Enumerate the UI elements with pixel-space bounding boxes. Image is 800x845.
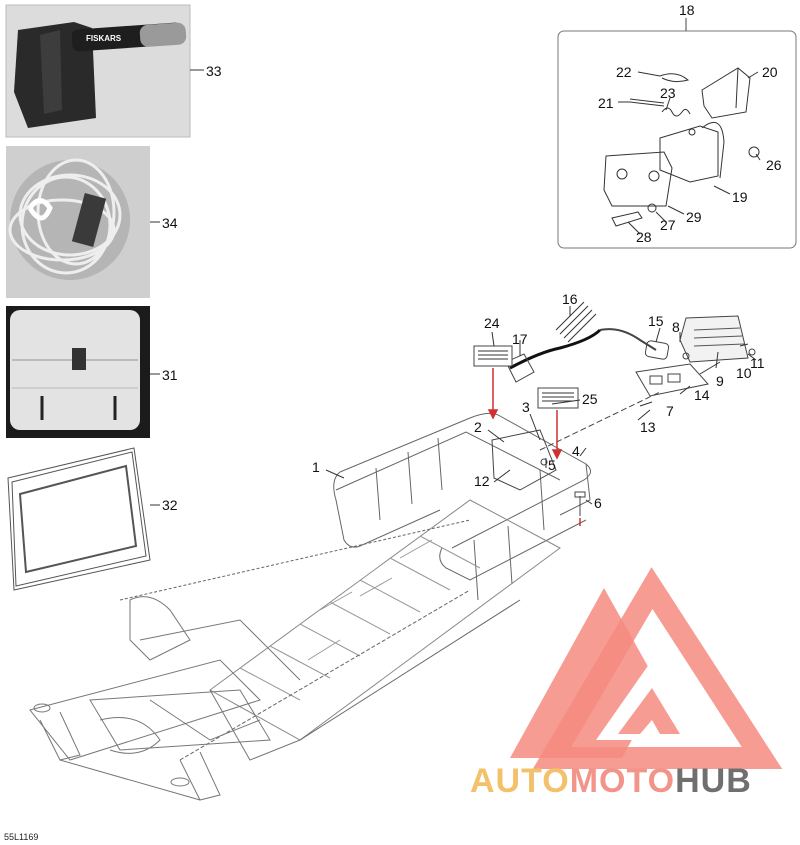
callout-17: 17 xyxy=(512,331,528,347)
callout-29: 29 xyxy=(686,209,702,225)
watermark-text: AUTOMOTOHUB xyxy=(470,762,752,801)
callout-1: 1 xyxy=(312,459,320,475)
callout-19: 19 xyxy=(732,189,748,205)
storage-box-photo xyxy=(6,306,150,438)
callout-27: 27 xyxy=(660,217,676,233)
rope-photo xyxy=(6,146,150,298)
watermark-hub: HUB xyxy=(675,762,752,800)
callout-4: 4 xyxy=(572,443,580,459)
callout-34: 34 xyxy=(162,215,178,231)
callout-31: 31 xyxy=(162,367,178,383)
callout-20: 20 xyxy=(762,64,778,80)
inset-detail-box xyxy=(557,18,797,249)
callout-18: 18 xyxy=(679,2,695,18)
callout-26: 26 xyxy=(766,157,782,173)
callout-3: 3 xyxy=(522,399,530,415)
callout-24: 24 xyxy=(484,315,500,331)
watermark-auto: AUTO xyxy=(470,762,570,800)
callout-9: 9 xyxy=(716,373,724,389)
callout-2: 2 xyxy=(474,419,482,435)
assembly-arrows xyxy=(487,368,581,526)
callout-12: 12 xyxy=(474,473,490,489)
axe-photo: FISKARS xyxy=(5,4,191,138)
callout-21: 21 xyxy=(598,95,614,111)
axe-brand-label: FISKARS xyxy=(86,34,122,43)
callout-7: 7 xyxy=(666,403,674,419)
callout-6: 6 xyxy=(594,495,602,511)
callout-5: 5 xyxy=(548,457,556,473)
callout-11: 11 xyxy=(750,355,765,371)
cargo-rack-drawing xyxy=(119,412,591,761)
callout-32: 32 xyxy=(162,497,178,513)
leader-lines xyxy=(150,69,761,506)
callout-22: 22 xyxy=(616,64,632,80)
callout-28: 28 xyxy=(636,229,652,245)
callout-25: 25 xyxy=(582,391,598,407)
callout-13: 13 xyxy=(640,419,656,435)
tail-light-assembly-drawing xyxy=(473,301,756,516)
chassis-frame-drawing xyxy=(29,596,301,801)
mat-drawing xyxy=(7,447,151,591)
callout-33: 33 xyxy=(206,63,222,79)
watermark-moto: MOTO xyxy=(569,762,676,800)
callout-labels: 33 34 31 32 18 22 20 23 21 26 19 29 27 2… xyxy=(162,2,782,513)
callout-16: 16 xyxy=(562,291,578,307)
callout-8: 8 xyxy=(672,319,680,335)
callout-10: 10 xyxy=(736,365,752,381)
callout-15: 15 xyxy=(648,313,664,329)
callout-14: 14 xyxy=(694,387,710,403)
diagram-code: 55L1169 xyxy=(4,832,39,842)
watermark-logo xyxy=(510,567,783,769)
callout-23: 23 xyxy=(660,85,676,101)
